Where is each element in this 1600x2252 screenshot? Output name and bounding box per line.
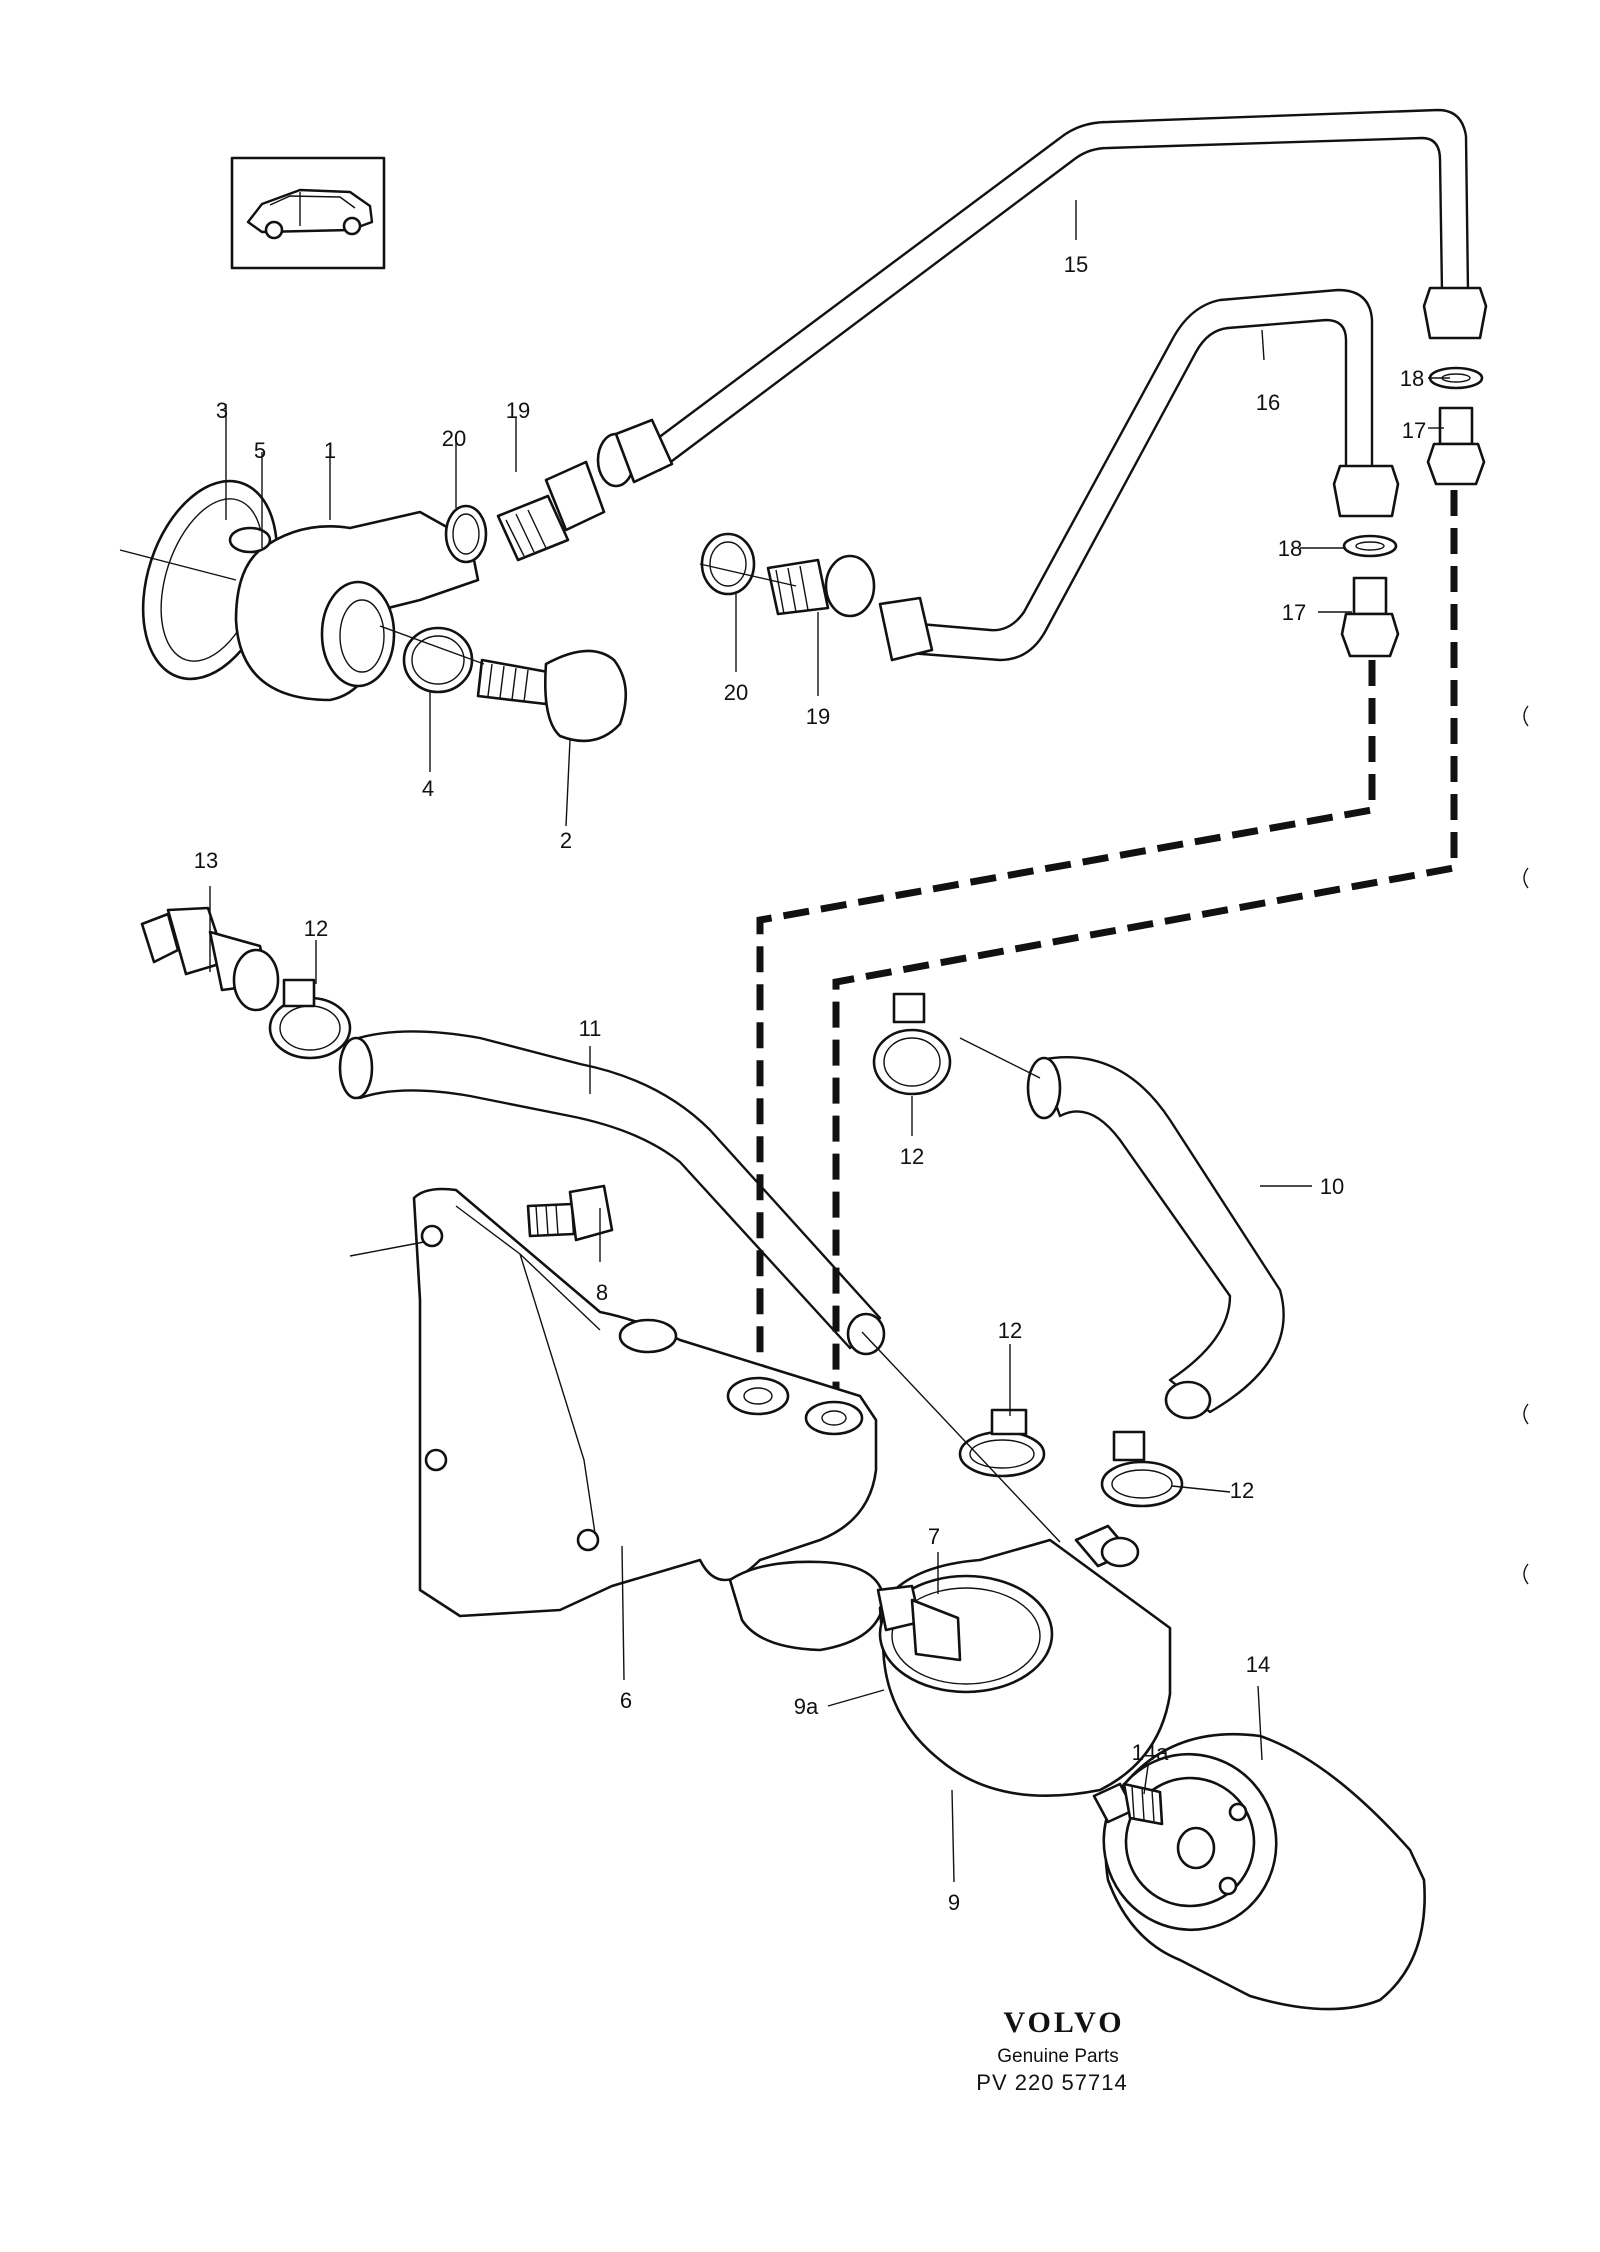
nipple-7: [876, 1584, 962, 1662]
margin-marks: [1523, 705, 1529, 1585]
label-12-a: 12: [304, 916, 328, 941]
label-9: 9: [948, 1890, 960, 1915]
label-18-lower: 18: [1278, 536, 1302, 561]
hose-clamp-12-d: [1100, 1430, 1184, 1508]
oil-cooler-9: [878, 1524, 1172, 1798]
label-15: 15: [1064, 252, 1088, 277]
nipple-17-upper: [1426, 406, 1486, 486]
label-6: 6: [620, 1688, 632, 1713]
label-2: 2: [560, 828, 572, 853]
label-18-upper: 18: [1400, 366, 1424, 391]
label-12-d: 12: [1230, 1478, 1254, 1503]
label-4: 4: [422, 776, 434, 801]
label-1: 1: [324, 438, 336, 463]
label-20-lower: 20: [724, 680, 748, 705]
label-7: 7: [928, 1524, 940, 1549]
hose-clamp-12-a: [268, 978, 352, 1060]
label-14: 14: [1246, 1652, 1270, 1677]
label-12-c: 12: [998, 1318, 1022, 1343]
nipple-17-lower: [1340, 576, 1400, 658]
union-nut-upper: [1422, 286, 1488, 340]
label-16: 16: [1256, 390, 1280, 415]
label-17-lower: 17: [1282, 600, 1306, 625]
pipe-end-16: [878, 596, 934, 662]
hose-clamp-12-b: [872, 992, 952, 1096]
label-12-b: 12: [900, 1144, 924, 1169]
union-19-upper: [496, 460, 606, 562]
label-14a: 14a: [1132, 1740, 1169, 1765]
threaded-nipple-14a: [1092, 1782, 1164, 1826]
label-9a: 9a: [794, 1694, 819, 1719]
brand-subtitle: Genuine Parts: [997, 2046, 1118, 2067]
dashed-connector-left: [756, 660, 1376, 1400]
label-17-upper: 17: [1402, 418, 1426, 443]
temperature-sender-13: [140, 906, 280, 1012]
dashed-connector-right: [832, 490, 1458, 1400]
label-11: 11: [579, 1016, 602, 1041]
cooler-bracket-6: [412, 1187, 886, 1652]
label-13: 13: [194, 848, 218, 873]
seal-ring-20-upper: [444, 504, 488, 564]
coolant-hose-10: [1026, 1056, 1285, 1420]
label-19-upper: 19: [506, 398, 530, 423]
part-number: PV 220 57714: [976, 2070, 1127, 2095]
union-19-lower: [766, 554, 876, 618]
label-19-lower: 19: [806, 704, 830, 729]
label-20-upper: 20: [442, 426, 466, 451]
oil-adapter-1: [228, 510, 480, 702]
seal-ring-20-lower: [700, 532, 756, 596]
leader-lines: [119, 200, 1450, 1883]
oil-pipe-16: [894, 288, 1374, 662]
label-10: 10: [1320, 1174, 1344, 1199]
label-8: 8: [596, 1280, 608, 1305]
union-nut-lower: [1332, 464, 1400, 518]
label-3: 3: [216, 398, 228, 423]
screw-8: [526, 1184, 614, 1242]
oil-filter-14: [1102, 1732, 1426, 2011]
car-thumbnail-icon: [230, 156, 386, 270]
hollow-bolt-2: [476, 649, 628, 743]
washer-18-lower: [1342, 534, 1398, 558]
seal-ring-4: [402, 626, 474, 694]
oil-pipe-15: [640, 108, 1470, 472]
pipe-end-15: [596, 418, 674, 488]
label-5: 5: [254, 438, 266, 463]
brand-logo: VOLVO: [1003, 2006, 1124, 2039]
hose-clamp-12-c: [958, 1408, 1046, 1478]
coolant-hose-11: [338, 1030, 886, 1356]
